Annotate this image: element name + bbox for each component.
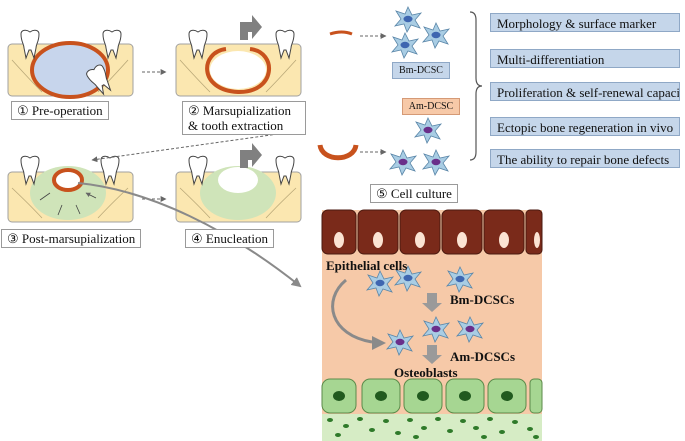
step-5-label: ⑤ Cell culture	[370, 184, 458, 203]
osteoblasts-label: Osteoblasts	[394, 365, 458, 380]
feature-repair-bone-defects: The ability to repair bone defects	[490, 149, 680, 168]
feature-proliferation: Proliferation & self-renewal capacity	[490, 82, 680, 101]
feature-multi-differentiation: Multi-differentiation	[490, 49, 680, 68]
am-cells-culture	[389, 117, 450, 176]
step-2-text-line2: & tooth extraction	[188, 118, 284, 133]
step-1-label: ① Pre-operation	[11, 101, 109, 120]
cyst-wall-fragment-am	[317, 144, 359, 161]
osteoblast-layer	[321, 378, 543, 414]
panel-enucleation	[175, 143, 302, 223]
step-5-number: ⑤	[376, 186, 388, 201]
step-3-number: ③	[7, 231, 19, 246]
step-2-number: ②	[188, 103, 200, 118]
cyst-wall-fragment-bm	[329, 30, 353, 36]
stem-cell-icon	[394, 6, 422, 33]
feature-morphology: Morphology & surface marker	[490, 13, 680, 32]
feature-ectopic-bone: Ectopic bone regeneration in vivo	[490, 117, 680, 136]
panel-pre-operation	[7, 29, 134, 99]
panel-post-marsupialization	[7, 155, 134, 223]
step-3-label: ③ Post-marsupialization	[1, 229, 142, 248]
stem-cell-icon	[422, 149, 450, 176]
am-dcsc-tag: Am-DCSC	[402, 98, 460, 115]
stem-cell-icon	[391, 32, 419, 59]
epithelium-layer	[321, 209, 543, 255]
panel-marsupialization	[175, 15, 302, 97]
step-1-number: ①	[17, 103, 29, 118]
bone-matrix-dots	[327, 417, 539, 439]
step-3-text: Post-marsupialization	[21, 231, 136, 246]
bm-dcscs-label: Bm-DCSCs	[450, 292, 515, 307]
feature-bracket	[469, 11, 483, 161]
step-2-label: ② Marsupialization & tooth extraction	[182, 101, 306, 135]
tissue-diagram	[321, 209, 543, 441]
stem-cell-icon	[422, 22, 450, 49]
step-1-text: Pre-operation	[31, 103, 103, 118]
flow-arrows	[91, 33, 387, 202]
gray-arrow-icon	[240, 15, 262, 40]
gray-arrow-icon	[240, 143, 262, 168]
epithelial-cells-label: Epithelial cells	[326, 258, 408, 273]
step-4-label: ④ Enucleation	[185, 229, 274, 248]
bm-dcsc-tag: Bm-DCSC	[392, 62, 450, 79]
stem-cell-icon	[389, 149, 417, 176]
step-4-number: ④	[191, 231, 203, 246]
bm-cells-culture	[391, 6, 450, 59]
step-4-text: Enucleation	[205, 231, 268, 246]
step-2-text-line1: Marsupialization	[202, 103, 291, 118]
stem-cell-icon	[414, 117, 442, 144]
am-dcscs-label: Am-DCSCs	[450, 349, 515, 364]
step-5-text: Cell culture	[390, 186, 452, 201]
tissue-link-arrow	[77, 182, 302, 288]
